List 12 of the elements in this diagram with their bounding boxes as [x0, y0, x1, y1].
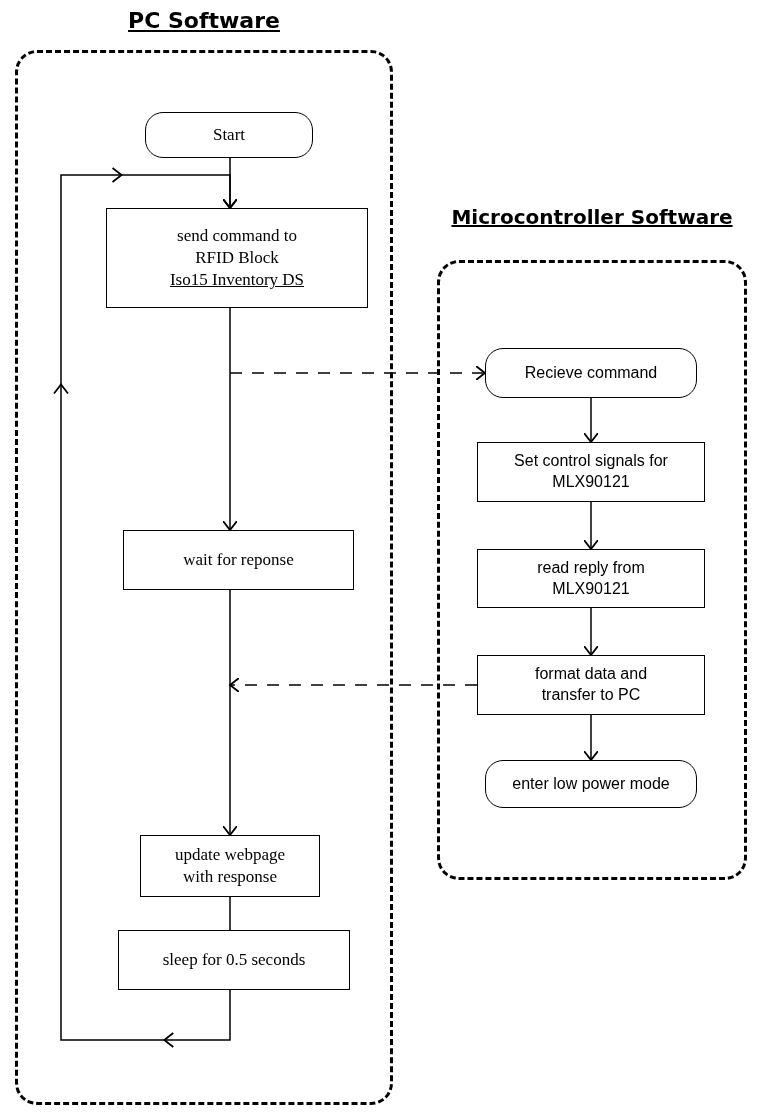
- process-box: read reply from MLX90121: [477, 549, 705, 608]
- process-box: update webpage with response: [140, 835, 320, 897]
- terminal-box: Recieve command: [485, 348, 697, 398]
- terminal-box: enter low power mode: [485, 760, 697, 808]
- process-box: send command to RFID Block Iso15 Inventory DS: [106, 208, 368, 308]
- process-box: sleep for 0.5 seconds: [118, 930, 350, 990]
- process-box: Set control signals for MLX90121: [477, 442, 705, 502]
- process-box: format data and transfer to PC: [477, 655, 705, 715]
- group-heading: Microcontroller Software: [450, 205, 734, 229]
- process-box: wait for reponse: [123, 530, 354, 590]
- terminal-box: Start: [145, 112, 313, 158]
- group-heading: PC Software: [127, 8, 281, 33]
